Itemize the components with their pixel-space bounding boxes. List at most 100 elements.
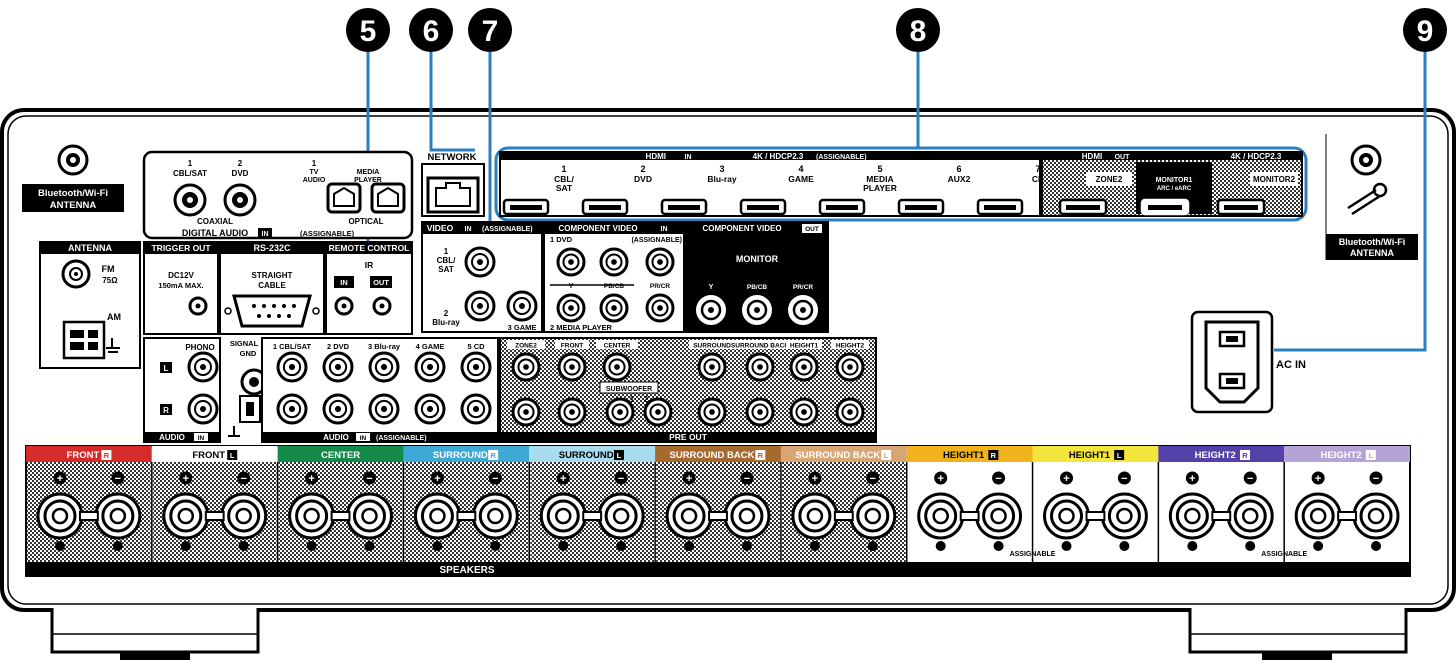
pre-out-top-jack-2[interactable] xyxy=(557,352,587,382)
phono-l-jack[interactable] xyxy=(187,351,219,383)
video-in-jack-2[interactable] xyxy=(464,290,496,322)
audio-in-1-l-jack[interactable] xyxy=(276,351,308,383)
component-in-2-jack-1[interactable] xyxy=(556,293,586,323)
ethernet-port[interactable] xyxy=(426,176,480,214)
video-1-name2: SAT xyxy=(438,265,454,274)
ir-out-jack[interactable] xyxy=(372,296,392,316)
audio-in-5-l-jack[interactable] xyxy=(460,351,492,383)
pre-out-top-jack-5[interactable] xyxy=(745,352,775,382)
assignable-label-height1: ASSIGNABLE xyxy=(1010,551,1056,558)
optical-jack-1[interactable] xyxy=(326,182,362,214)
phono-r-jack[interactable] xyxy=(187,393,219,425)
audio-in-3-r-jack[interactable] xyxy=(368,393,400,425)
optical-jack-2[interactable] xyxy=(370,182,406,214)
component-in-1-jack-3[interactable] xyxy=(645,247,675,277)
hdmi-in-port-5[interactable] xyxy=(818,198,866,216)
rs232c-port[interactable] xyxy=(224,294,320,328)
hdmi-in-port-7[interactable] xyxy=(976,198,1024,216)
audio-in-5-r-jack[interactable] xyxy=(460,393,492,425)
coaxial-jack-2[interactable] xyxy=(223,183,257,217)
bt-right-label-2: ANTENNA xyxy=(1350,248,1394,258)
pre-out-bottom-jack-1[interactable] xyxy=(511,397,541,427)
speaker-terminal-positive[interactable]: + xyxy=(413,471,461,552)
speaker-terminal-positive[interactable]: + xyxy=(288,471,336,552)
pre-out-bottom-jack-8[interactable] xyxy=(835,397,865,427)
pre-out-bottom-jack-3[interactable] xyxy=(605,397,635,427)
component-in-1-jack-2[interactable] xyxy=(599,247,629,277)
speaker-terminal-positive[interactable]: + xyxy=(791,471,839,552)
video-in-badge: IN xyxy=(465,226,472,233)
speaker-terminal-negative[interactable]: − xyxy=(975,471,1023,552)
pre-out-top-jack-1[interactable] xyxy=(511,352,541,382)
pre-out-top-jack-4[interactable] xyxy=(697,352,727,382)
ground-terminal[interactable] xyxy=(239,368,268,423)
polarity-negative-icon: − xyxy=(744,473,750,485)
pre-out-top-jack-3[interactable] xyxy=(602,352,632,382)
hdmi-in-port-2[interactable] xyxy=(581,198,629,216)
am-antenna-terminal[interactable] xyxy=(62,320,106,360)
component-out-pr-jack[interactable] xyxy=(788,295,818,325)
audio-in-1-r-jack[interactable] xyxy=(276,393,308,425)
fm-antenna-jack[interactable] xyxy=(61,259,91,289)
polarity-positive-icon: + xyxy=(434,473,440,485)
component-out-y-jack[interactable] xyxy=(696,295,726,325)
video-in-jack-3[interactable] xyxy=(506,290,538,322)
audio-in-4-l-jack[interactable] xyxy=(414,351,446,383)
hdmi-in-5-name2: PLAYER xyxy=(863,183,897,193)
pre-out-bottom-jack-6[interactable] xyxy=(745,397,775,427)
remote-control-section: REMOTE CONTROL IR IN OUT xyxy=(325,241,413,335)
ir-label: IR xyxy=(365,260,374,270)
polarity-negative-icon: − xyxy=(240,473,246,485)
audio-in-4-r-jack[interactable] xyxy=(414,393,446,425)
pre-out-bottom-jack-5[interactable] xyxy=(697,397,727,427)
speaker-terminal-negative[interactable]: − xyxy=(1226,471,1274,552)
hdmi-out-zone2-port[interactable] xyxy=(1058,198,1108,216)
ir-in-jack[interactable] xyxy=(334,296,354,316)
ac-inlet-socket[interactable] xyxy=(1204,320,1260,404)
speaker-terminal-positive[interactable]: + xyxy=(539,471,587,552)
hdmi-out-badge: OUT xyxy=(1115,154,1131,161)
speaker-terminal-negative[interactable]: − xyxy=(1100,471,1148,552)
callout-7-label: 7 xyxy=(482,15,499,48)
hdmi-in-port-3[interactable] xyxy=(660,198,708,216)
hdmi-out-monitor1-port[interactable] xyxy=(1140,198,1190,216)
pre-out-top-jack-6[interactable] xyxy=(789,352,819,382)
coaxial-jack-1[interactable] xyxy=(173,183,207,217)
trigger-jack[interactable] xyxy=(188,296,208,316)
hdmi-in-port-1[interactable] xyxy=(502,198,550,216)
speaker-terminal-negative[interactable]: − xyxy=(597,471,645,552)
speaker-terminal-negative[interactable]: − xyxy=(471,471,519,552)
video-in-jack-1[interactable] xyxy=(464,246,496,278)
component-in-2-jack-2[interactable] xyxy=(599,293,629,323)
component-out-pb-jack[interactable] xyxy=(742,295,772,325)
component-out-monitor: MONITOR xyxy=(736,254,779,264)
audio-in-3-l-jack[interactable] xyxy=(368,351,400,383)
component-in-2-jack-3[interactable] xyxy=(645,293,675,323)
component-in-badge: IN xyxy=(661,226,668,233)
hdmi-in-port-4[interactable] xyxy=(739,198,787,216)
hdmi-in-title: HDMI xyxy=(646,152,666,161)
opt-1-name: TV xyxy=(310,169,319,176)
audio-in-2-l-jack[interactable] xyxy=(322,351,354,383)
hdmi-in-port-6[interactable] xyxy=(897,198,945,216)
pre-out-bottom-jack-2[interactable] xyxy=(557,397,587,427)
speaker-terminal-positive[interactable]: + xyxy=(1294,471,1342,552)
bt-left-label-1: Bluetooth/Wi-Fi xyxy=(38,188,108,199)
speaker-terminal-positive[interactable]: + xyxy=(665,471,713,552)
speaker-color-tab xyxy=(151,446,278,462)
pre-out-label-7: HEIGHT2 xyxy=(836,343,865,350)
pre-out-label-1: ZONE2 xyxy=(515,343,537,350)
pre-out-top-jack-7[interactable] xyxy=(835,352,865,382)
pre-out-bottom-jack-7[interactable] xyxy=(789,397,819,427)
pre-out-bottom-jack-4[interactable] xyxy=(643,397,673,427)
component-in-1-jack-1[interactable] xyxy=(556,247,586,277)
callout-5-label: 5 xyxy=(360,15,377,48)
audio-in-2-r-jack[interactable] xyxy=(322,393,354,425)
speaker-terminal-positive[interactable]: + xyxy=(1168,471,1216,552)
component-out-section: COMPONENT VIDEO OUT MONITOR Y PB/CB PR/C… xyxy=(685,221,829,333)
speaker-color-tab xyxy=(906,446,1033,462)
hdmi-out-monitor2-port[interactable] xyxy=(1216,198,1266,216)
